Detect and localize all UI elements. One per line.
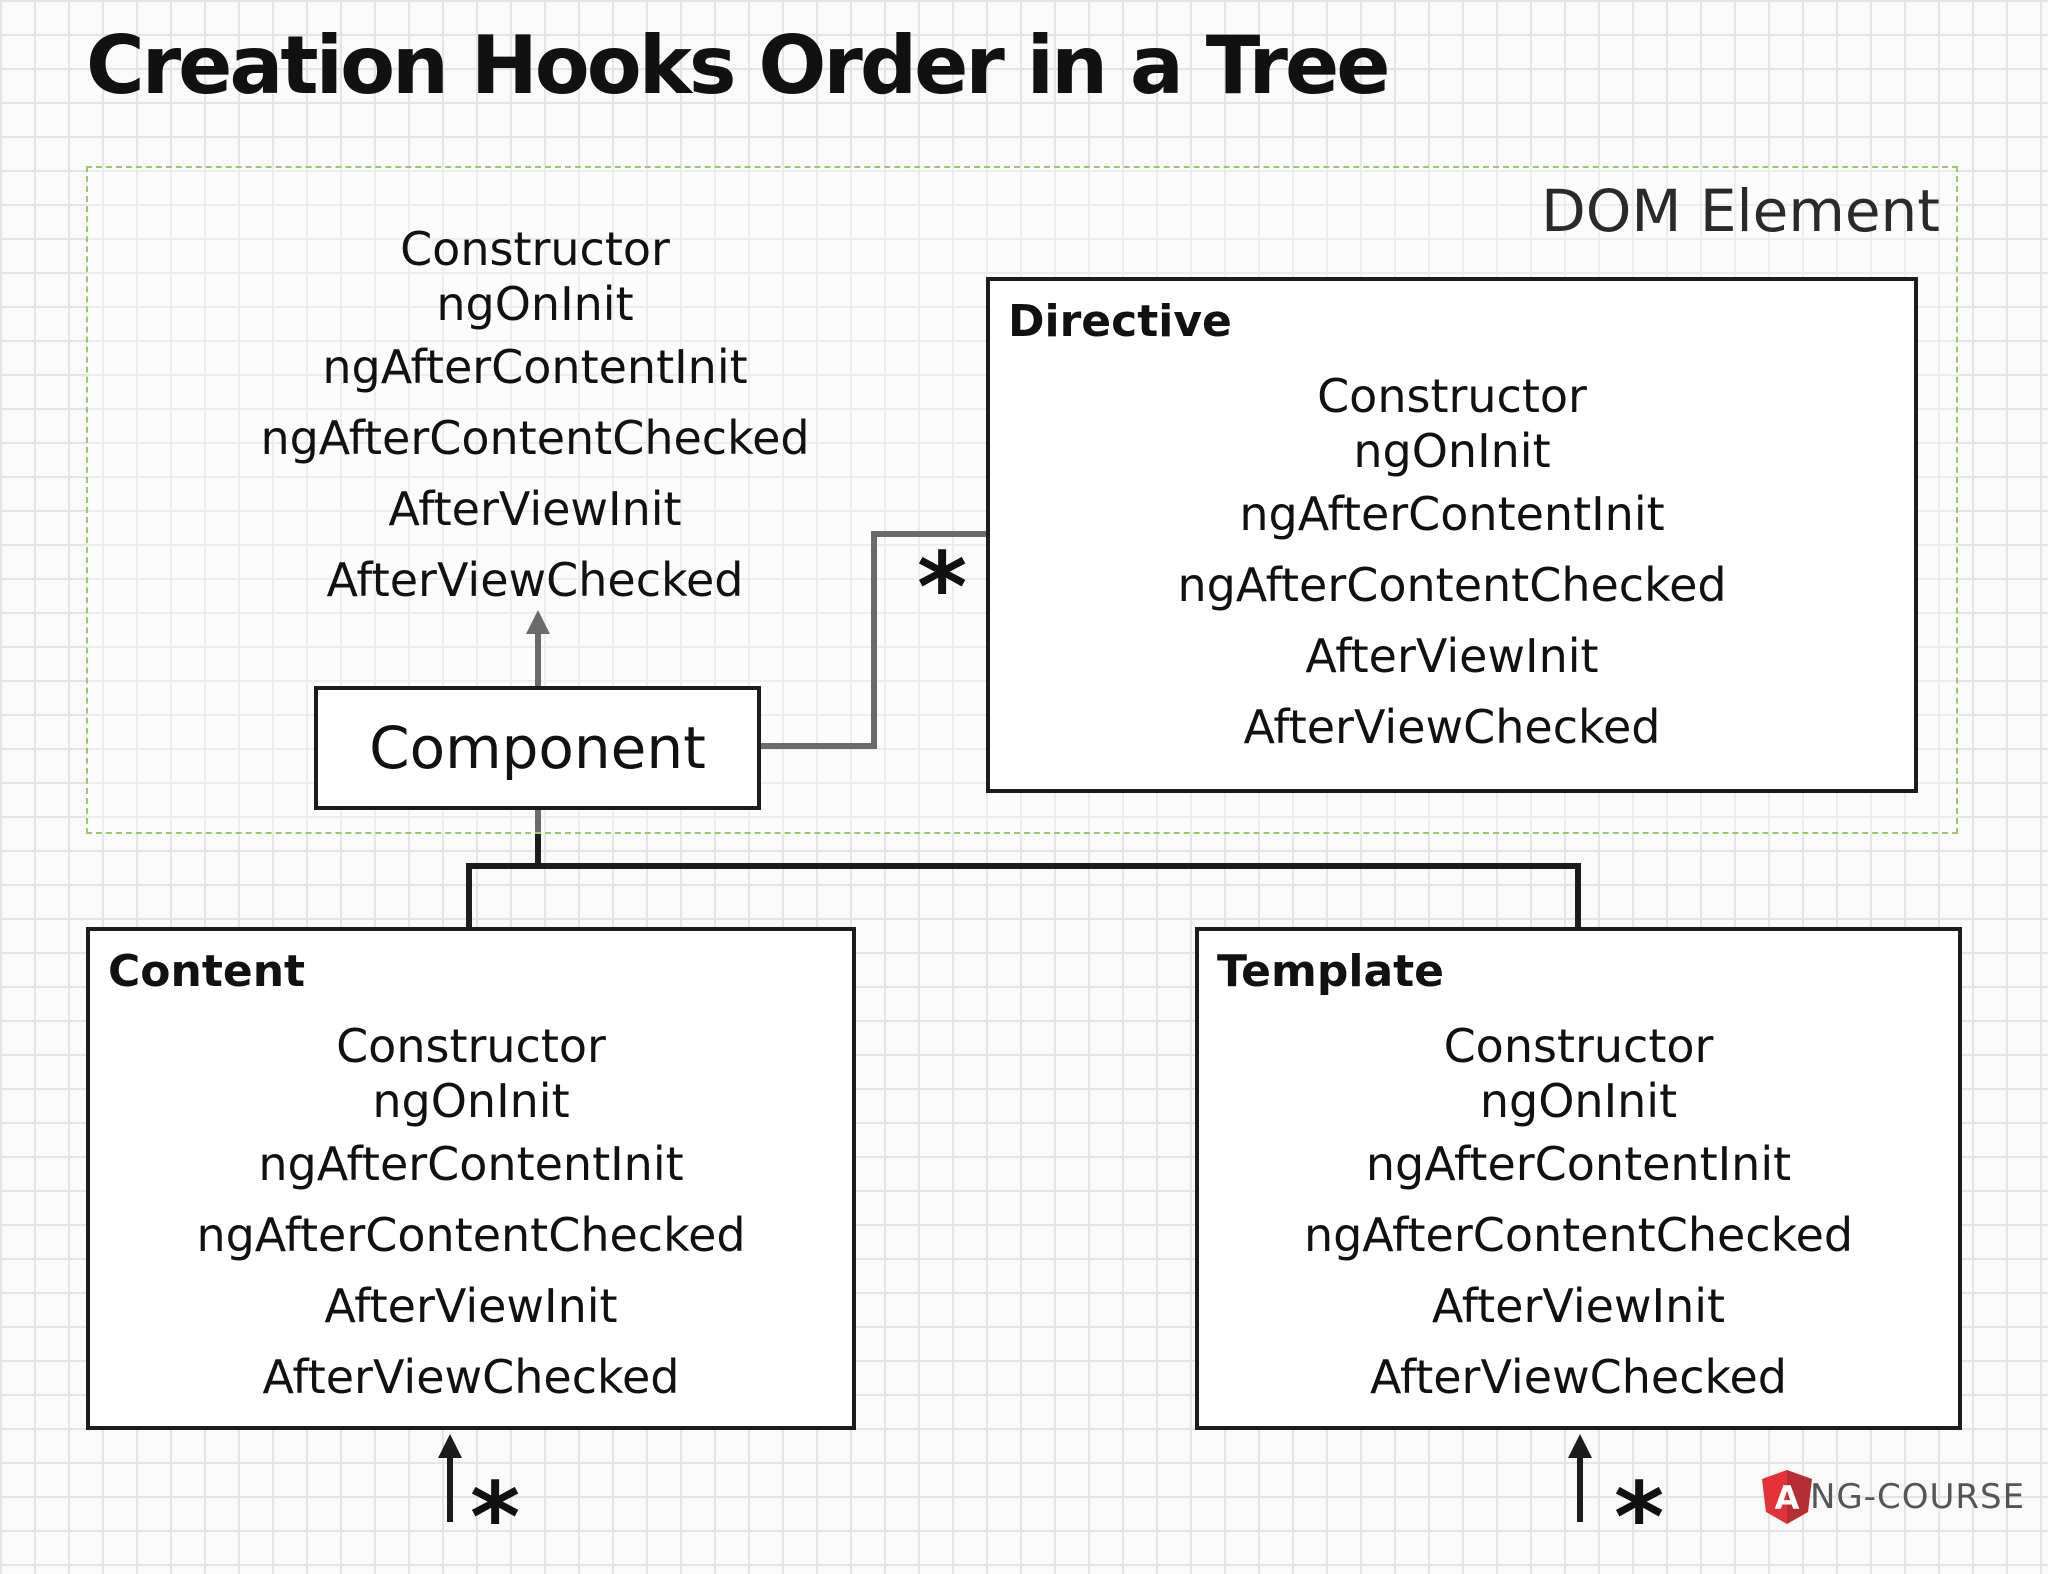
template-multiplicity-marker: * [1614, 1462, 1665, 1574]
component-hook-list: Constructor ngOnInit ngAfterContentInit … [236, 223, 834, 616]
template-hook-ngoninit: ngOnInit [1479, 1074, 1678, 1128]
content-hook-ngoninit: ngOnInit [372, 1074, 570, 1128]
template-hook-ngaftercontentinit: ngAfterContentInit [1365, 1137, 1792, 1191]
content-hook-afterviewchecked: AfterViewChecked [262, 1350, 680, 1404]
directive-hook-afterviewinit: AfterViewInit [1305, 629, 1599, 683]
content-hook-ngaftercontentinit: ngAfterContentInit [258, 1137, 684, 1191]
logo-text: NG-COURSE [1810, 1477, 2026, 1517]
directive-box: Directive Constructor ngOnInit ngAfterCo… [986, 277, 1918, 793]
component-to-directive-line [761, 531, 988, 749]
directive-hook-ngaftercontentchecked: ngAfterContentChecked [1177, 558, 1727, 612]
directive-hook-list: Constructor ngOnInit ngAfterContentInit … [990, 370, 1914, 763]
shield-left-half [1762, 1470, 1787, 1524]
directive-hook-afterviewchecked: AfterViewChecked [1243, 700, 1661, 754]
template-incoming-arrowhead [1568, 1434, 1592, 1458]
template-box: Template Constructor ngOnInit ngAfterCon… [1195, 927, 1962, 1430]
component-hooks-arrowhead [526, 610, 550, 634]
angular-shield-icon: A [1762, 1470, 1812, 1524]
directive-multiplicity-marker: * [917, 532, 968, 644]
content-multiplicity-marker: * [470, 1462, 521, 1574]
content-hook-list: Constructor ngOnInit ngAfterContentInit … [90, 1020, 852, 1413]
content-title: Content [108, 946, 306, 997]
component-hook-ngaftercontentchecked: ngAfterContentChecked [260, 411, 810, 465]
content-hook-constructor: Constructor [336, 1019, 606, 1073]
component-hook-ngaftercontentinit: ngAfterContentInit [322, 340, 748, 394]
content-incoming-arrowhead [438, 1434, 462, 1458]
component-hook-ngoninit: ngOnInit [436, 277, 634, 331]
shield-letter: A [1775, 1479, 1800, 1517]
content-hook-afterviewinit: AfterViewInit [324, 1279, 618, 1333]
directive-hook-constructor: Constructor [1317, 369, 1587, 423]
ng-course-logo: A NG-COURSE [1760, 1468, 2025, 1526]
directive-title: Directive [1008, 296, 1232, 347]
page-title: Creation Hooks Order in a Tree [86, 19, 1390, 112]
template-hook-afterviewinit: AfterViewInit [1431, 1279, 1726, 1333]
template-title: Template [1217, 946, 1445, 997]
component-label: Component [369, 714, 706, 782]
tree-branch-line [466, 863, 1581, 929]
template-hook-afterviewchecked: AfterViewChecked [1370, 1350, 1787, 1404]
dom-element-label: DOM Element [1541, 177, 1940, 245]
component-hook-afterviewchecked: AfterViewChecked [326, 553, 744, 607]
template-hook-constructor: Constructor [1443, 1019, 1714, 1073]
content-hook-ngaftercontentchecked: ngAfterContentChecked [196, 1208, 746, 1262]
component-hook-afterviewinit: AfterViewInit [388, 482, 682, 536]
directive-hook-ngaftercontentinit: ngAfterContentInit [1239, 487, 1665, 541]
content-box: Content Constructor ngOnInit ngAfterCont… [86, 927, 856, 1430]
component-hook-constructor: Constructor [400, 222, 670, 276]
template-hook-list: Constructor ngOnInit ngAfterContentInit … [1199, 1020, 1958, 1413]
shield-right-half [1787, 1470, 1812, 1524]
template-hook-ngaftercontentchecked: ngAfterContentChecked [1303, 1208, 1854, 1262]
directive-hook-ngoninit: ngOnInit [1353, 424, 1551, 478]
component-box: Component [314, 686, 761, 810]
connector-lines [438, 531, 1592, 1522]
